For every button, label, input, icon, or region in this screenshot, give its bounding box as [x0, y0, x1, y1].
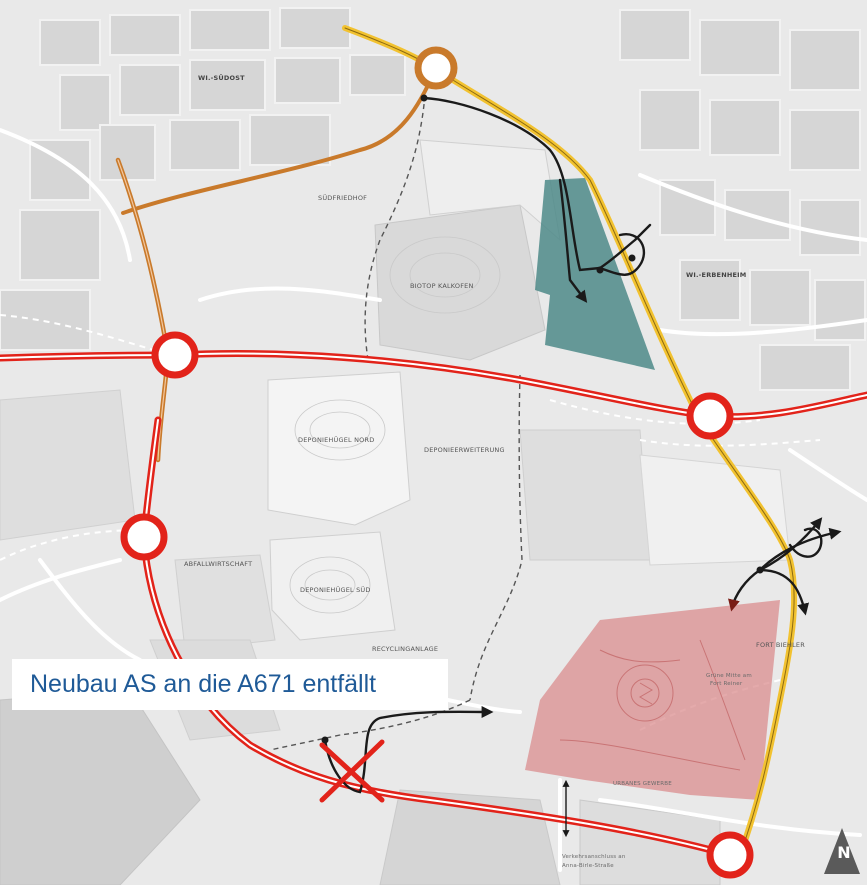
- north-arrow-label: N: [837, 843, 851, 862]
- interchange-circle: [151, 331, 199, 379]
- landfill-contours: [289, 236, 501, 614]
- junction-dot: [628, 254, 636, 262]
- label-biotop-kalkofen: BIOTOP KALKOFEN: [410, 282, 474, 290]
- callout-text: Neubau AS an die A671 entfällt: [30, 670, 377, 698]
- interchange-circle: [120, 513, 168, 561]
- local-roads: [0, 128, 867, 872]
- label-wi-suedost: WI.-SÜDOST: [198, 73, 245, 82]
- junction-dot: [321, 736, 329, 744]
- junction-dot: [420, 94, 428, 102]
- open-areas: [0, 139, 791, 885]
- label-urbanes-gewerbe: URBANES GEWERBE: [613, 781, 672, 787]
- roundabout-orange: [414, 46, 458, 90]
- route-lines: [323, 96, 842, 838]
- pink-development-area: [525, 600, 780, 800]
- label-wi-erbenheim: WI.-ERBENHEIM: [686, 271, 746, 279]
- label-gruene-mitte-1: Grüne Mitte am: [706, 673, 752, 679]
- dashed-paths: [269, 94, 523, 751]
- pink-area-pattern: [559, 639, 746, 771]
- city-blocks-suedost: [0, 7, 406, 351]
- cancelled-cross-icon: [319, 739, 385, 803]
- label-deponieerweiterung: DEPONIEERWEITERUNG: [424, 446, 505, 454]
- map-labels: WI.-SÜDOST SÜDFRIEDHOF BIOTOP KALKOFEN W…: [184, 73, 805, 869]
- label-deponiehuegel-nord: DEPONIEHÜGEL NORD: [298, 435, 374, 444]
- label-gruene-mitte-2: Fort Reiner: [710, 681, 743, 687]
- interchange-markers: [120, 331, 754, 879]
- interchange-circle: [706, 831, 754, 879]
- callout-box: Neubau AS an die A671 entfällt: [12, 659, 448, 710]
- north-arrow-icon: [824, 828, 860, 874]
- city-blocks-erbenheim: [619, 9, 866, 391]
- label-recyclinganlage: RECYCLINGANLAGE: [372, 645, 438, 653]
- interchange-circle: [686, 392, 734, 440]
- label-verkehrsanschluss-2: Anna-Birle-Straße: [562, 863, 614, 869]
- label-deponiehuegel-sued: DEPONIEHÜGEL SÜD: [300, 585, 371, 594]
- junction-dot: [596, 266, 604, 274]
- label-abfallwirtschaft: ABFALLWIRTSCHAFT: [184, 560, 252, 568]
- junction-dot: [756, 566, 764, 574]
- label-verkehrsanschluss-1: Verkehrsanschluss an: [562, 854, 626, 860]
- label-fort-biehler: FORT BIEHLER: [756, 641, 805, 649]
- label-suedfriedhof: SÜDFRIEDHOF: [318, 193, 367, 202]
